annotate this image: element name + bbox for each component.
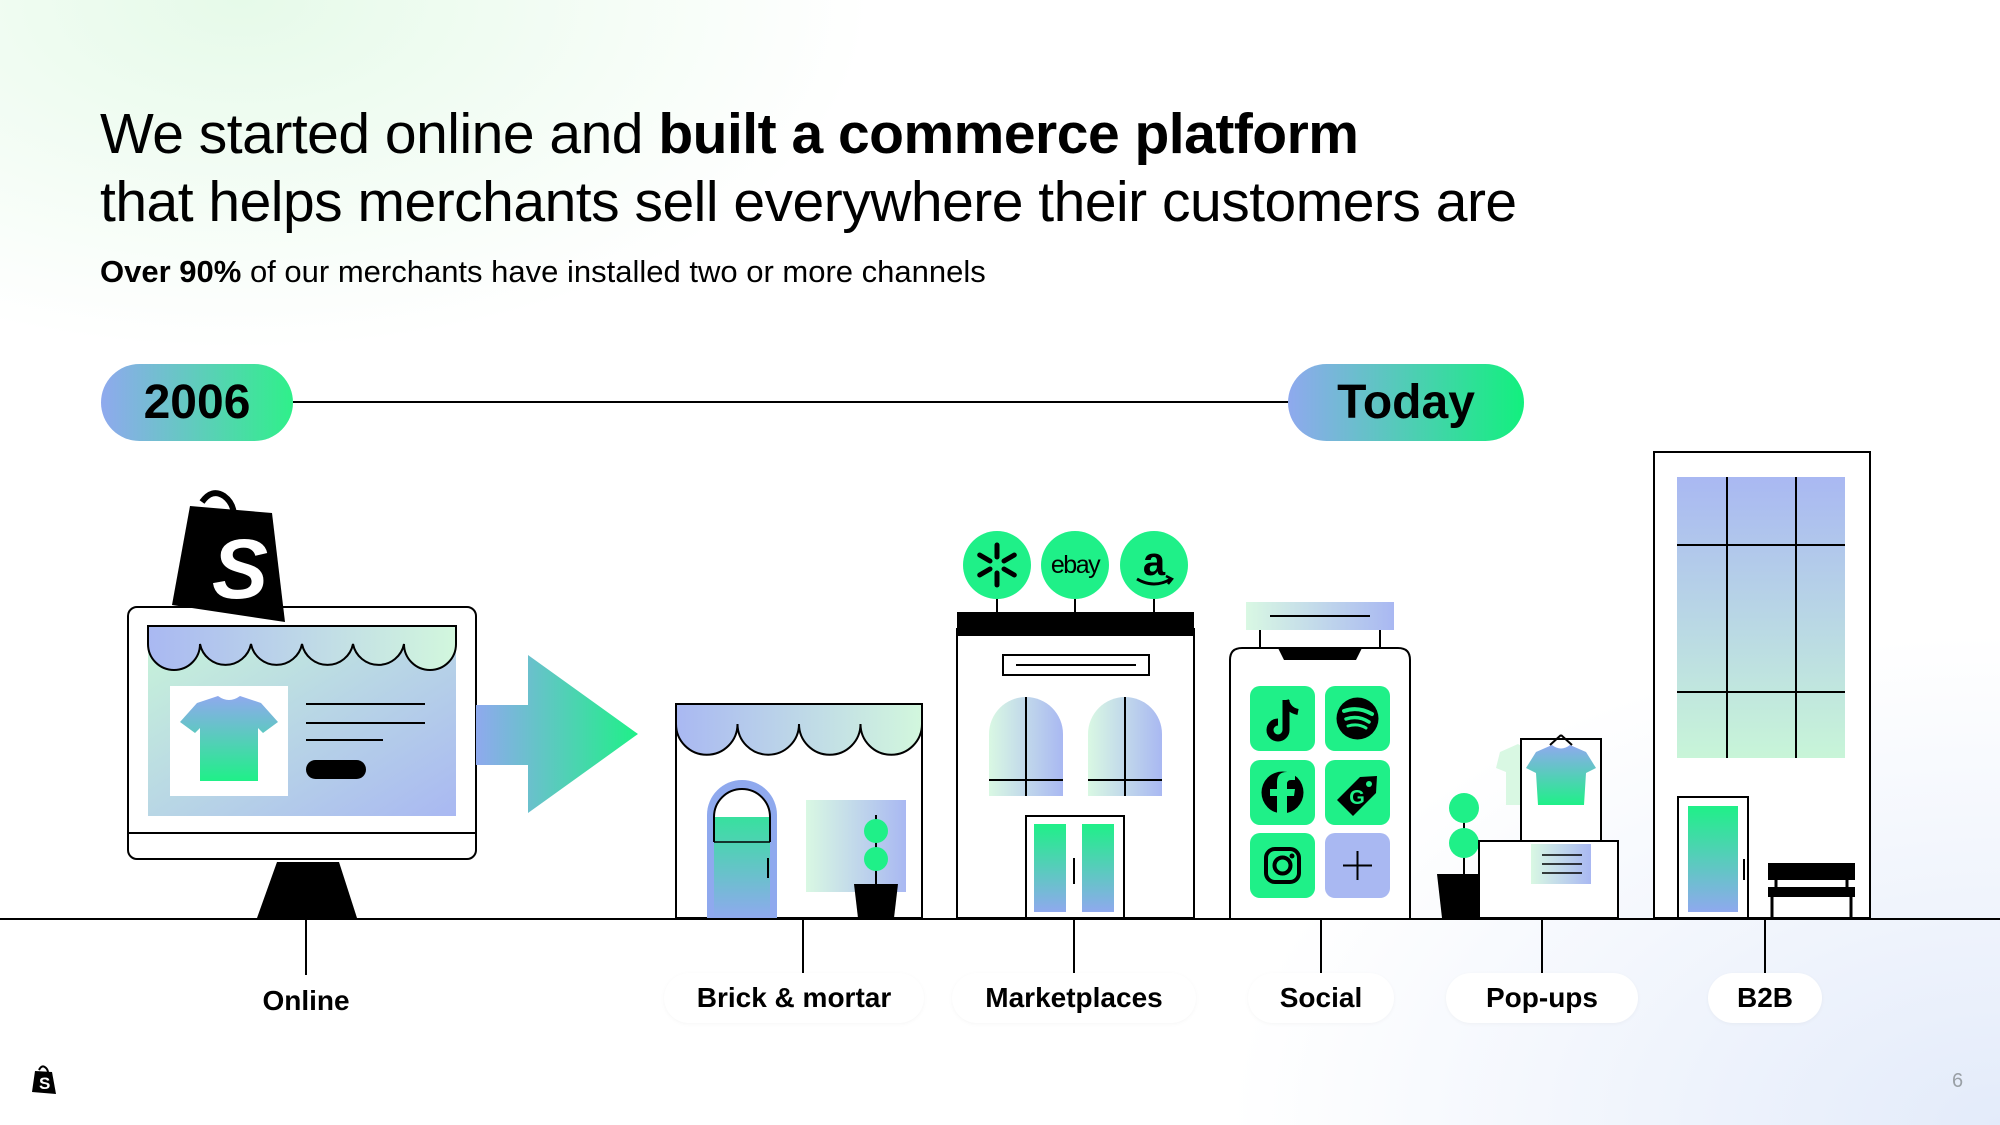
tick-marketplaces <box>1073 919 1075 975</box>
subline-bold: Over 90% <box>100 254 242 289</box>
channel-label-online: Online <box>262 985 350 1016</box>
tiktok-icon <box>1250 686 1315 751</box>
ebay-logo-text: ebay <box>1051 551 1101 579</box>
slide-number: 6 <box>1952 1070 1964 1092</box>
tick-online <box>305 919 307 975</box>
headline: We started online and built a commerce p… <box>100 100 1517 236</box>
brick-mortar-store <box>675 703 923 919</box>
svg-text:S: S <box>212 522 268 616</box>
timeline-line <box>293 401 1289 403</box>
channel-label-b2b: B2B <box>1708 973 1822 1023</box>
timeline-end-pill: Today <box>1288 364 1524 441</box>
channel-label-popups: Pop-ups <box>1446 973 1638 1023</box>
shopify-bag-icon: S <box>172 490 285 622</box>
tick-social <box>1320 919 1322 975</box>
google-icon: G <box>1325 760 1390 825</box>
headline-line2: that helps merchants sell everywhere the… <box>100 170 1517 234</box>
shopify-logo-icon: S <box>32 1065 56 1094</box>
facebook-icon <box>1250 760 1315 825</box>
tick-popups <box>1541 919 1543 975</box>
svg-text:G: G <box>1349 787 1365 809</box>
marketplace-store <box>956 596 1195 919</box>
amazon-logo-text: a <box>1143 540 1166 584</box>
popup-stand <box>1437 734 1619 919</box>
headline-part1: We started online and <box>100 102 659 166</box>
subline-rest: of our merchants have installed two or m… <box>241 254 986 289</box>
svg-text:S: S <box>39 1074 50 1093</box>
headline-bold: built a commerce platform <box>658 102 1359 166</box>
instagram-icon <box>1250 833 1315 898</box>
channel-label-marketplaces: Marketplaces <box>952 973 1196 1023</box>
amazon-icon: a <box>1120 531 1188 599</box>
bench-icon <box>1768 863 1855 918</box>
channel-label-brick-mortar: Brick & mortar <box>664 973 924 1023</box>
popup-tshirt-icon <box>1526 745 1596 805</box>
ground-line <box>0 918 2000 920</box>
tshirt-icon <box>180 696 278 781</box>
spotify-icon <box>1325 686 1390 751</box>
growth-arrow-icon <box>476 655 638 813</box>
ebay-icon: ebay <box>1041 531 1109 599</box>
plus-icon <box>1325 833 1390 898</box>
tick-b2b <box>1764 919 1766 975</box>
online-monitor <box>127 606 477 918</box>
channel-label-social: Social <box>1248 973 1394 1023</box>
subline: Over 90% of our merchants have installed… <box>100 252 986 292</box>
tick-brick-mortar <box>802 919 804 975</box>
b2b-building <box>1653 451 1871 919</box>
walmart-icon <box>963 531 1031 599</box>
timeline-start-pill: 2006 <box>101 364 293 441</box>
